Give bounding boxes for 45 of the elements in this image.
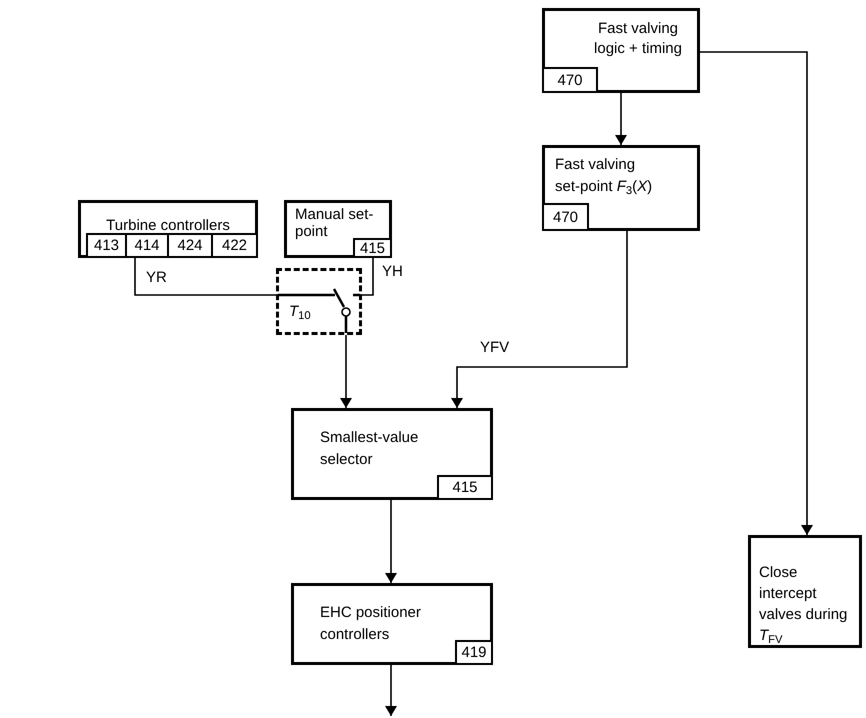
- tag-box: [211, 233, 258, 258]
- arrow: [340, 335, 352, 408]
- box-label: Smallest-value selector: [320, 428, 420, 470]
- tag-box: [353, 238, 392, 258]
- connector-line: [134, 258, 276, 296]
- arrow: [385, 500, 397, 583]
- edge-label: YH: [380, 264, 405, 279]
- tag-box: [125, 233, 169, 258]
- dashed-switch-box: [276, 268, 362, 335]
- tag-box: [542, 203, 589, 231]
- process-box: [284, 200, 392, 258]
- tag-number: 419: [461, 645, 487, 660]
- process-box: [78, 200, 258, 258]
- box-label: T$_{10}$: [289, 302, 311, 324]
- process-box: [291, 583, 493, 665]
- connector-line: [362, 258, 374, 296]
- box-label: EHC positioner controllers: [320, 603, 422, 645]
- tag-box: [167, 233, 213, 258]
- arrow: [385, 665, 397, 716]
- process-box: [748, 535, 862, 648]
- box-label: Manual set-point: [295, 206, 374, 240]
- edge-label: YFV: [478, 340, 512, 355]
- tag-number: 415: [360, 240, 386, 256]
- tag-number: 470: [557, 72, 583, 88]
- process-box: [542, 8, 700, 93]
- tag-number: 415: [452, 480, 478, 495]
- tag-number: 424: [177, 238, 203, 253]
- process-box: [291, 408, 493, 500]
- tag-box: [86, 233, 127, 258]
- tag-number: 414: [134, 238, 160, 253]
- box-label: Close intercept valves during T$_{FV}$: [759, 563, 848, 646]
- tag-box: [437, 475, 493, 500]
- box-label: Turbine controllers: [105, 216, 231, 236]
- box-label: Fast valving logic + timing: [593, 19, 683, 59]
- arrow: [615, 93, 627, 145]
- tag-number: 470: [552, 210, 578, 224]
- edge-label: YR: [144, 270, 169, 285]
- tag-box: [455, 640, 493, 665]
- process-box: [542, 145, 700, 231]
- arrow: [451, 231, 628, 408]
- tag-box: [542, 67, 598, 93]
- box-label: Fast valving set-point F$_{3}$(X): [555, 155, 654, 198]
- arrow: [700, 51, 813, 535]
- tag-number: 422: [222, 238, 248, 253]
- tag-number: 413: [94, 238, 120, 253]
